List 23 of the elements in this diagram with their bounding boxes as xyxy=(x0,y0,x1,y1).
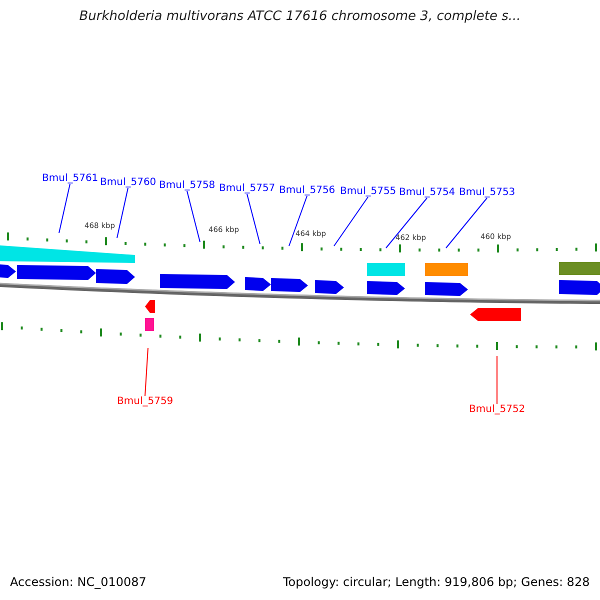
leader-line xyxy=(116,188,128,238)
leader-line xyxy=(144,348,148,396)
map-title: Burkholderia multivorans ATCC 17616 chromosome 3, complete s... xyxy=(78,10,522,24)
gene-label: Bmul_5760 xyxy=(100,176,156,188)
gene-label: Bmul_5756 xyxy=(279,184,336,196)
leader-line xyxy=(386,198,428,248)
leader-line xyxy=(186,190,200,242)
leader-line xyxy=(446,198,488,248)
gene-label: Bmul_5757 xyxy=(219,182,276,194)
gene-label: Bmul_5753 xyxy=(459,186,516,198)
accession-text: Accession: NC_010087 xyxy=(10,576,146,589)
gene-label: Bmul_5759 xyxy=(117,396,174,406)
leader-line xyxy=(58,184,70,234)
gene-label: Bmul_5752 xyxy=(469,404,526,414)
gene-label: Bmul_5754 xyxy=(399,186,456,198)
leader-line xyxy=(246,194,260,244)
leader-line xyxy=(496,356,498,404)
gene-label: Bmul_5758 xyxy=(159,180,216,190)
leader-line xyxy=(334,196,368,246)
gene-label: Bmul_5761 xyxy=(42,172,98,184)
summary-text: Topology: circular; Length: 919,806 bp; Genes: 828 xyxy=(283,576,590,589)
gene-label: Bmul_5755 xyxy=(340,186,396,196)
leader-line xyxy=(288,196,308,246)
